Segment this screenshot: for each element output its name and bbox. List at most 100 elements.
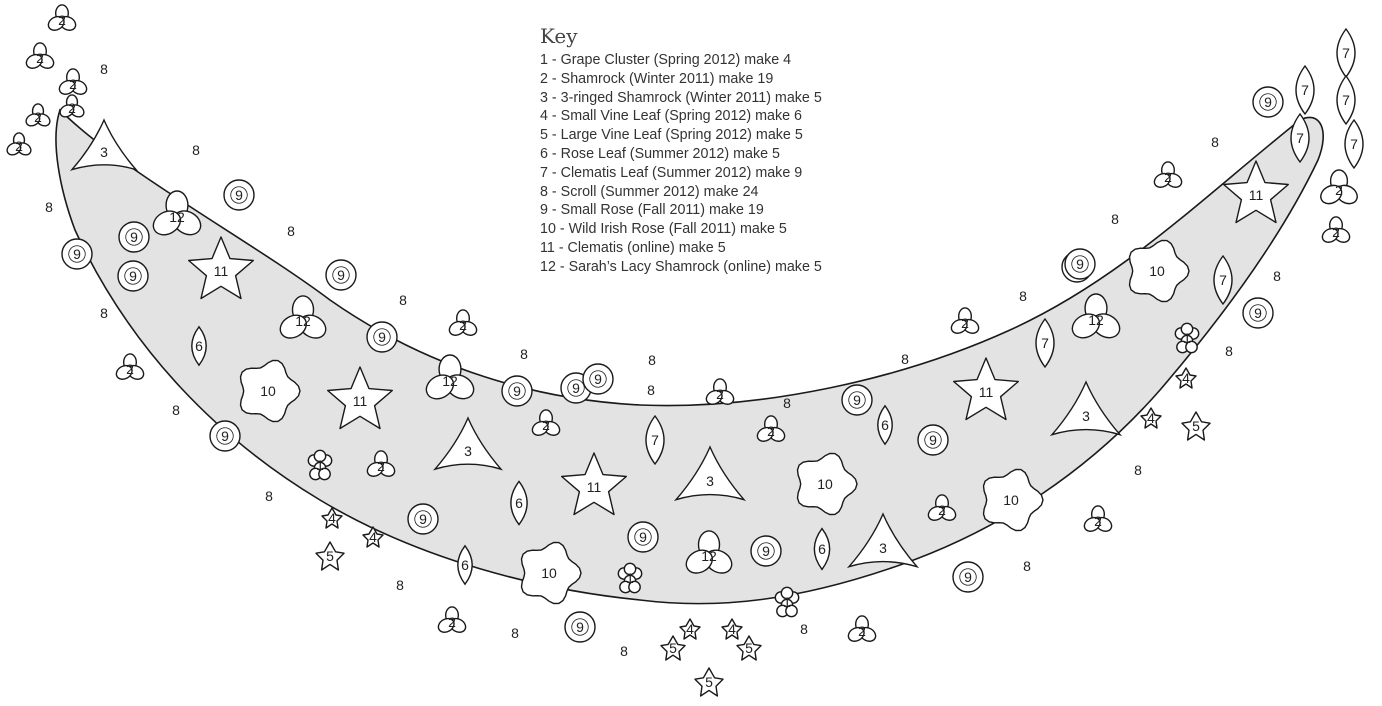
key-item: 7 - Clematis Leaf (Summer 2012) make 9 bbox=[540, 164, 822, 183]
shamrock-motif: 2 bbox=[436, 607, 468, 635]
scroll-motif: 8 bbox=[648, 352, 656, 368]
motif-number-label: 2 bbox=[69, 76, 77, 92]
key-item: 5 - Large Vine Leaf (Spring 2012) make 5 bbox=[540, 126, 822, 145]
motif-number-label: 2 bbox=[961, 315, 969, 331]
small-rose-motif: 9 bbox=[1253, 87, 1283, 117]
shamrock-motif: 2 bbox=[447, 310, 479, 338]
small-rose-motif: 9 bbox=[326, 260, 356, 290]
scroll-motif: 8 bbox=[287, 223, 295, 239]
motif-number-label: 2 bbox=[34, 109, 42, 125]
small-rose-motif: 9 bbox=[565, 612, 595, 642]
motif-number-label: 4 bbox=[328, 510, 336, 526]
scroll-motif: 8 bbox=[1134, 462, 1142, 478]
motif-number-label: 5 bbox=[745, 640, 753, 656]
small-rose-motif: 9 bbox=[953, 562, 983, 592]
scroll-motif: 8 bbox=[172, 402, 180, 418]
key-item: 12 - Sarah’s Lacy Shamrock (online) make… bbox=[540, 258, 822, 277]
key-item: 3 - 3-ringed Shamrock (Winter 2011) make… bbox=[540, 89, 822, 108]
key-item: 11 - Clematis (online) make 5 bbox=[540, 239, 822, 258]
motif-number-label: 9 bbox=[853, 392, 861, 408]
motif-number-label: 2 bbox=[767, 423, 775, 439]
motif-number-label: 9 bbox=[762, 543, 770, 559]
motif-number-label: 8 bbox=[100, 305, 108, 321]
motif-number-label: 6 bbox=[881, 417, 889, 433]
scroll-motif: 8 bbox=[511, 625, 519, 641]
shamrock-motif: 2 bbox=[846, 616, 878, 644]
small-rose-motif: 9 bbox=[842, 385, 872, 415]
motif-number-label: 8 bbox=[45, 199, 53, 215]
scroll-motif: 8 bbox=[800, 621, 808, 637]
motif-number-label: 9 bbox=[130, 229, 138, 245]
motif-number-label: 11 bbox=[587, 479, 602, 495]
motif-number-label: 7 bbox=[1342, 92, 1350, 108]
motif-number-label: 2 bbox=[716, 386, 724, 402]
motif-number-label: 5 bbox=[669, 640, 677, 656]
scroll-motif: 8 bbox=[1211, 134, 1219, 150]
motif-number-label: 3 bbox=[100, 144, 108, 160]
motif-number-label: 9 bbox=[1254, 305, 1262, 321]
motif-number-label: 8 bbox=[100, 61, 108, 77]
motif-number-label: 1 bbox=[783, 594, 791, 610]
motif-number-label: 9 bbox=[576, 619, 584, 635]
motif-number-label: 9 bbox=[594, 371, 602, 387]
shamrock-motif: 2 bbox=[1082, 506, 1114, 534]
motif-number-label: 9 bbox=[235, 187, 243, 203]
motif-number-label: 9 bbox=[964, 569, 972, 585]
motif-number-label: 8 bbox=[265, 488, 273, 504]
motif-number-label: 2 bbox=[15, 138, 23, 154]
motif-number-label: 4 bbox=[369, 529, 377, 545]
motif-number-label: 8 bbox=[1111, 211, 1119, 227]
key-item: 1 - Grape Cluster (Spring 2012) make 4 bbox=[540, 51, 822, 70]
motif-number-label: 2 bbox=[858, 623, 866, 639]
motif-number-label: 2 bbox=[1094, 513, 1102, 529]
motif-number-label: 2 bbox=[459, 317, 467, 333]
motif-number-label: 8 bbox=[1225, 343, 1233, 359]
motif-number-label: 9 bbox=[513, 383, 521, 399]
scroll-motif: 8 bbox=[1225, 343, 1233, 359]
scroll-motif: 8 bbox=[620, 643, 628, 659]
small-rose-motif: 9 bbox=[583, 364, 613, 394]
motif-number-label: 3 bbox=[464, 443, 472, 459]
shamrock-motif: 2 bbox=[704, 379, 736, 407]
motif-number-label: 12 bbox=[442, 373, 458, 389]
shamrock-motif: 2 bbox=[949, 308, 981, 336]
motif-number-label: 7 bbox=[1342, 45, 1350, 61]
motif-number-label: 10 bbox=[541, 565, 557, 581]
grape-cluster-motif: 1 bbox=[1175, 323, 1198, 352]
motif-number-label: 4 bbox=[728, 621, 736, 637]
motif-number-label: 10 bbox=[260, 383, 276, 399]
grape-cluster-motif: 1 bbox=[308, 450, 331, 479]
motif-number-label: 3 bbox=[1082, 408, 1090, 424]
motif-number-label: 6 bbox=[515, 495, 523, 511]
small-rose-motif: 9 bbox=[118, 261, 148, 291]
motif-number-label: 7 bbox=[1301, 82, 1309, 98]
motif-number-label: 8 bbox=[399, 292, 407, 308]
key-item: 6 - Rose Leaf (Summer 2012) make 5 bbox=[540, 145, 822, 164]
motif-number-label: 12 bbox=[169, 209, 185, 225]
motif-number-label: 2 bbox=[68, 100, 76, 116]
motif-number-label: 1 bbox=[1183, 330, 1191, 346]
key-item: 8 - Scroll (Summer 2012) make 24 bbox=[540, 183, 822, 202]
motif-number-label: 12 bbox=[701, 548, 717, 564]
motif-number-label: 8 bbox=[511, 625, 519, 641]
motif-number-label: 8 bbox=[287, 223, 295, 239]
motif-number-label: 2 bbox=[1332, 224, 1340, 240]
key-item: 10 - Wild Irish Rose (Fall 2011) make 5 bbox=[540, 220, 822, 239]
small-rose-motif: 9 bbox=[1243, 298, 1273, 328]
scroll-motif: 8 bbox=[901, 351, 909, 367]
motif-number-label: 10 bbox=[1149, 263, 1165, 279]
motif-number-label: 12 bbox=[295, 313, 311, 329]
motif-number-label: 8 bbox=[800, 621, 808, 637]
motif-number-label: 9 bbox=[73, 246, 81, 262]
motif-number-label: 8 bbox=[1211, 134, 1219, 150]
motif-number-label: 9 bbox=[221, 428, 229, 444]
key-title: Key bbox=[540, 24, 822, 48]
scroll-motif: 8 bbox=[100, 61, 108, 77]
small-rose-motif: 9 bbox=[224, 180, 254, 210]
motif-number-label: 8 bbox=[1134, 462, 1142, 478]
motif-number-label: 2 bbox=[58, 12, 66, 28]
scroll-motif: 8 bbox=[647, 382, 655, 398]
motif-number-label: 2 bbox=[938, 502, 946, 518]
small-rose-motif: 9 bbox=[62, 239, 92, 269]
large-vine-leaf-motif: 5 bbox=[1182, 412, 1210, 440]
